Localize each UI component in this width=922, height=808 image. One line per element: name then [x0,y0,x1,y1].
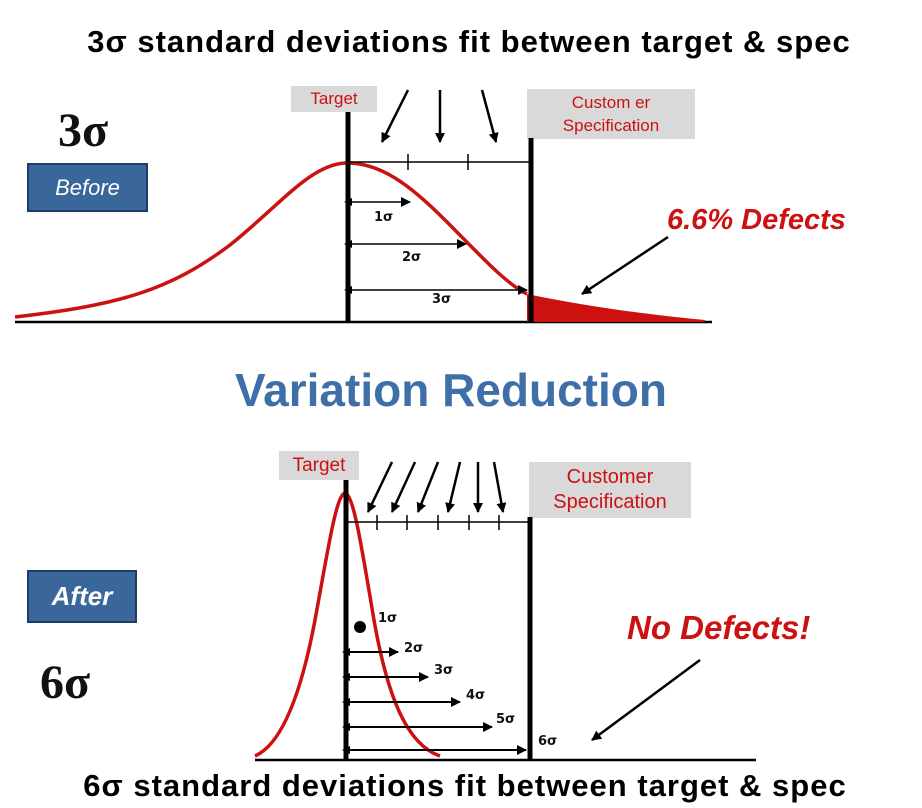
before-sigma1-label: 1σ [374,210,393,225]
before-curve [14,161,528,319]
after-defects-label: No Defects! [627,609,811,646]
top-title: 3σ standard deviations fit between targe… [87,24,851,59]
after-defects-pointer [591,658,701,742]
after-sigma3-label: 3σ [434,663,453,678]
after-sigma1-label: 1σ [378,611,397,626]
before-badge: Before [27,163,148,212]
after-sigma2-label: 2σ [404,641,423,656]
after-arrow [445,461,462,513]
after-sigma5-label: 5σ [496,712,515,727]
before-arrow [380,89,410,143]
after-sigma4-label: 4σ [466,688,485,703]
after-spec-label: Customer Specification [529,462,691,518]
after-badge: After [27,570,137,623]
bottom-title: 6σ standard deviations fit between targe… [83,768,847,803]
after-target-label: Target [279,451,359,480]
after-arrow [390,461,417,513]
before-defects-pointer [581,235,669,296]
after-arrow [416,461,440,513]
before-sigma2-label: 2σ [402,250,421,265]
after-sigma-label: 6σ [40,656,91,709]
before-spec-label: Custom er Specification [527,89,695,139]
after-sigma6-label: 6σ [538,734,557,749]
before-sigma3-label: 3σ [432,292,451,307]
before-target-label: Target [291,86,377,112]
after-arrow [492,461,507,513]
before-spec-line2: Specification [562,116,660,135]
before-arrow [480,89,499,143]
before-defect-area [527,294,705,322]
before-sigma-label: 3σ [58,104,109,157]
before-spec-line1: Custom er [571,93,651,112]
after-sigma1-dot [354,621,366,633]
before-chart: 1σ 2σ 3σ [14,89,712,324]
after-chart: 1σ 2σ 3σ 4σ 5σ 6σ [254,461,756,762]
after-spec-line1: Customer [566,466,654,488]
after-spec-line2: Specification [553,491,667,513]
before-defects-label: 6.6% Defects [667,204,846,236]
variation-reduction-heading: Variation Reduction [235,364,667,416]
after-arrow [366,461,394,513]
